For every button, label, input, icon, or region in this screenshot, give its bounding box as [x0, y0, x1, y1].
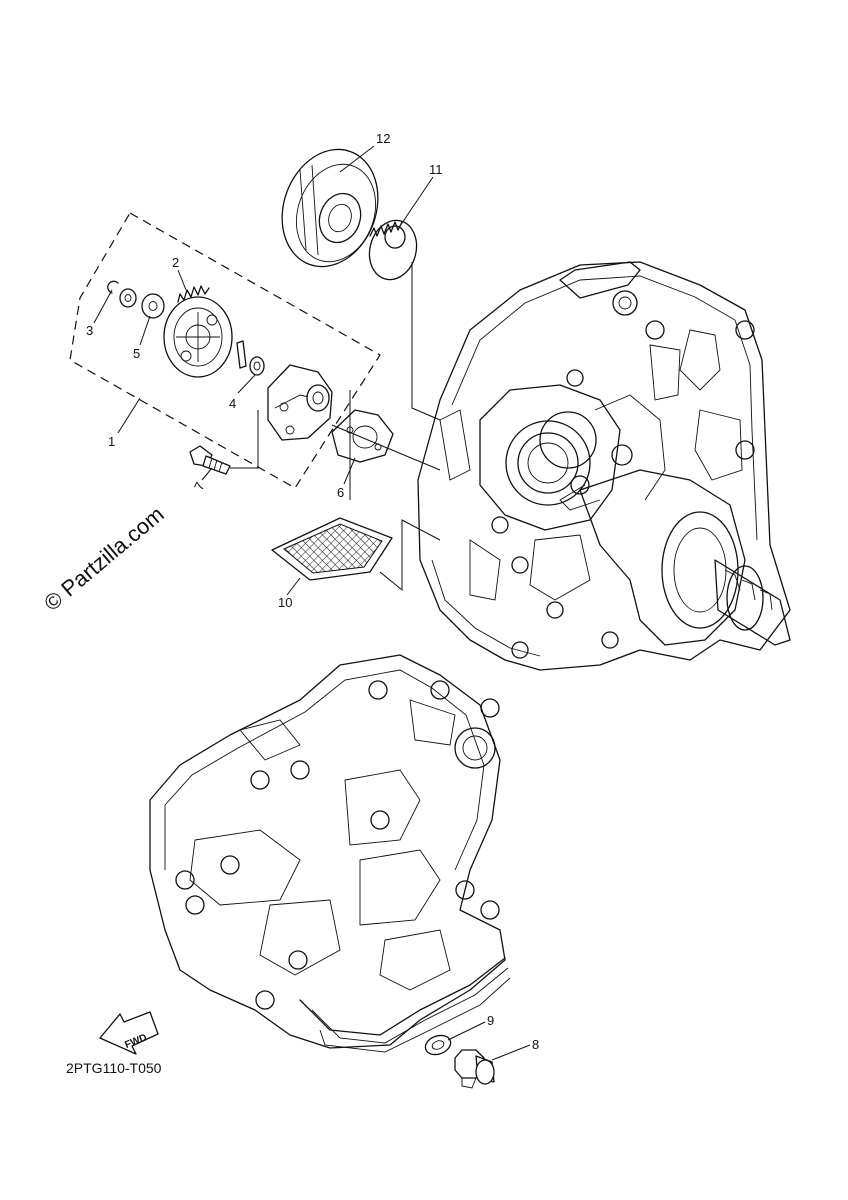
callout-7: 7 [191, 480, 208, 493]
callout-5: 5 [133, 346, 140, 361]
part-9-gasket-washer [424, 1034, 452, 1056]
callout-12: 12 [376, 131, 390, 146]
part-8-drain-bolt [454, 1049, 495, 1089]
part-2-pump-gear [163, 285, 233, 378]
part-6-gasket [331, 409, 394, 463]
callout-4: 4 [229, 396, 236, 411]
left-crankcase-half [149, 654, 511, 1053]
part-3-circlip [107, 280, 119, 294]
oil-pump-assembly-outline [69, 212, 381, 489]
oil-pump-body [267, 364, 333, 441]
callout-8: 8 [532, 1037, 539, 1052]
part-12-rotor-plate [281, 148, 379, 268]
part-10-oil-strainer [271, 517, 393, 581]
watermark-text: © Partzilla.com [39, 501, 169, 615]
callout-10: 10 [278, 595, 292, 610]
dowel-pin [236, 340, 247, 369]
callout-9: 9 [487, 1013, 494, 1028]
part-5-washer [119, 288, 165, 319]
fwd-arrow-icon: FWD [99, 1011, 159, 1055]
callout-3: 3 [86, 323, 93, 338]
part-4-o-ring [249, 356, 265, 376]
callout-2: 2 [172, 255, 179, 270]
callout-1: 1 [108, 434, 115, 449]
callout-11: 11 [429, 162, 443, 177]
part-11-drive-gear [368, 219, 418, 281]
part-7-bolt [189, 445, 231, 475]
leader-lines [93, 145, 531, 1061]
callout-6: 6 [337, 485, 344, 500]
diagram-code: 2PTG110-T050 [66, 1060, 162, 1076]
right-crankcase-half [417, 261, 791, 671]
